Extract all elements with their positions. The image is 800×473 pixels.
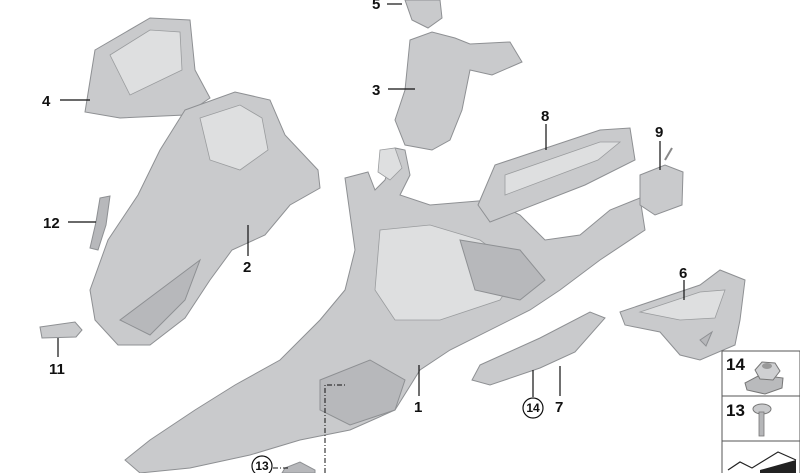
part-11[interactable] — [39, 321, 83, 339]
legend-item-14[interactable]: 14 — [721, 350, 800, 397]
callout-9: 9 — [655, 124, 663, 141]
callout-8: 8 — [541, 108, 549, 125]
leader-lines — [57, 3, 685, 473]
part-fragment — [699, 330, 714, 347]
torx-screw-icon — [752, 403, 772, 437]
callout-11: 11 — [49, 361, 65, 378]
part-8[interactable] — [477, 127, 636, 223]
svg-text:13: 13 — [726, 401, 745, 420]
callout-13-circled: 13 — [251, 455, 273, 473]
part-1[interactable] — [124, 147, 646, 473]
part-6[interactable] — [619, 269, 746, 361]
callout-6: 6 — [679, 265, 687, 282]
callout-3: 3 — [372, 82, 380, 99]
shim-plate-icon — [727, 451, 797, 473]
callout-5: 5 — [372, 0, 380, 13]
callout-12: 12 — [43, 215, 60, 232]
hex-nut-with-plate-icon — [744, 361, 784, 395]
part-2[interactable] — [89, 91, 321, 346]
part-5[interactable] — [404, 0, 443, 29]
callout-4: 4 — [42, 93, 51, 110]
callout-2: 2 — [243, 259, 251, 276]
part-9[interactable] — [639, 147, 684, 216]
part-13[interactable] — [281, 461, 316, 473]
svg-text:13: 13 — [255, 459, 269, 473]
part-3[interactable] — [394, 31, 523, 151]
svg-text:14: 14 — [726, 355, 745, 374]
callout-14-circled: 14 — [522, 397, 544, 419]
callout-7: 7 — [555, 399, 563, 416]
svg-text:14: 14 — [526, 401, 540, 415]
callout-1: 1 — [414, 399, 422, 416]
part-7[interactable] — [471, 311, 606, 386]
legend: 14 13 — [721, 350, 800, 473]
legend-item-shim[interactable] — [721, 440, 800, 473]
part-4[interactable] — [84, 17, 211, 119]
legend-item-13[interactable]: 13 — [721, 395, 800, 442]
